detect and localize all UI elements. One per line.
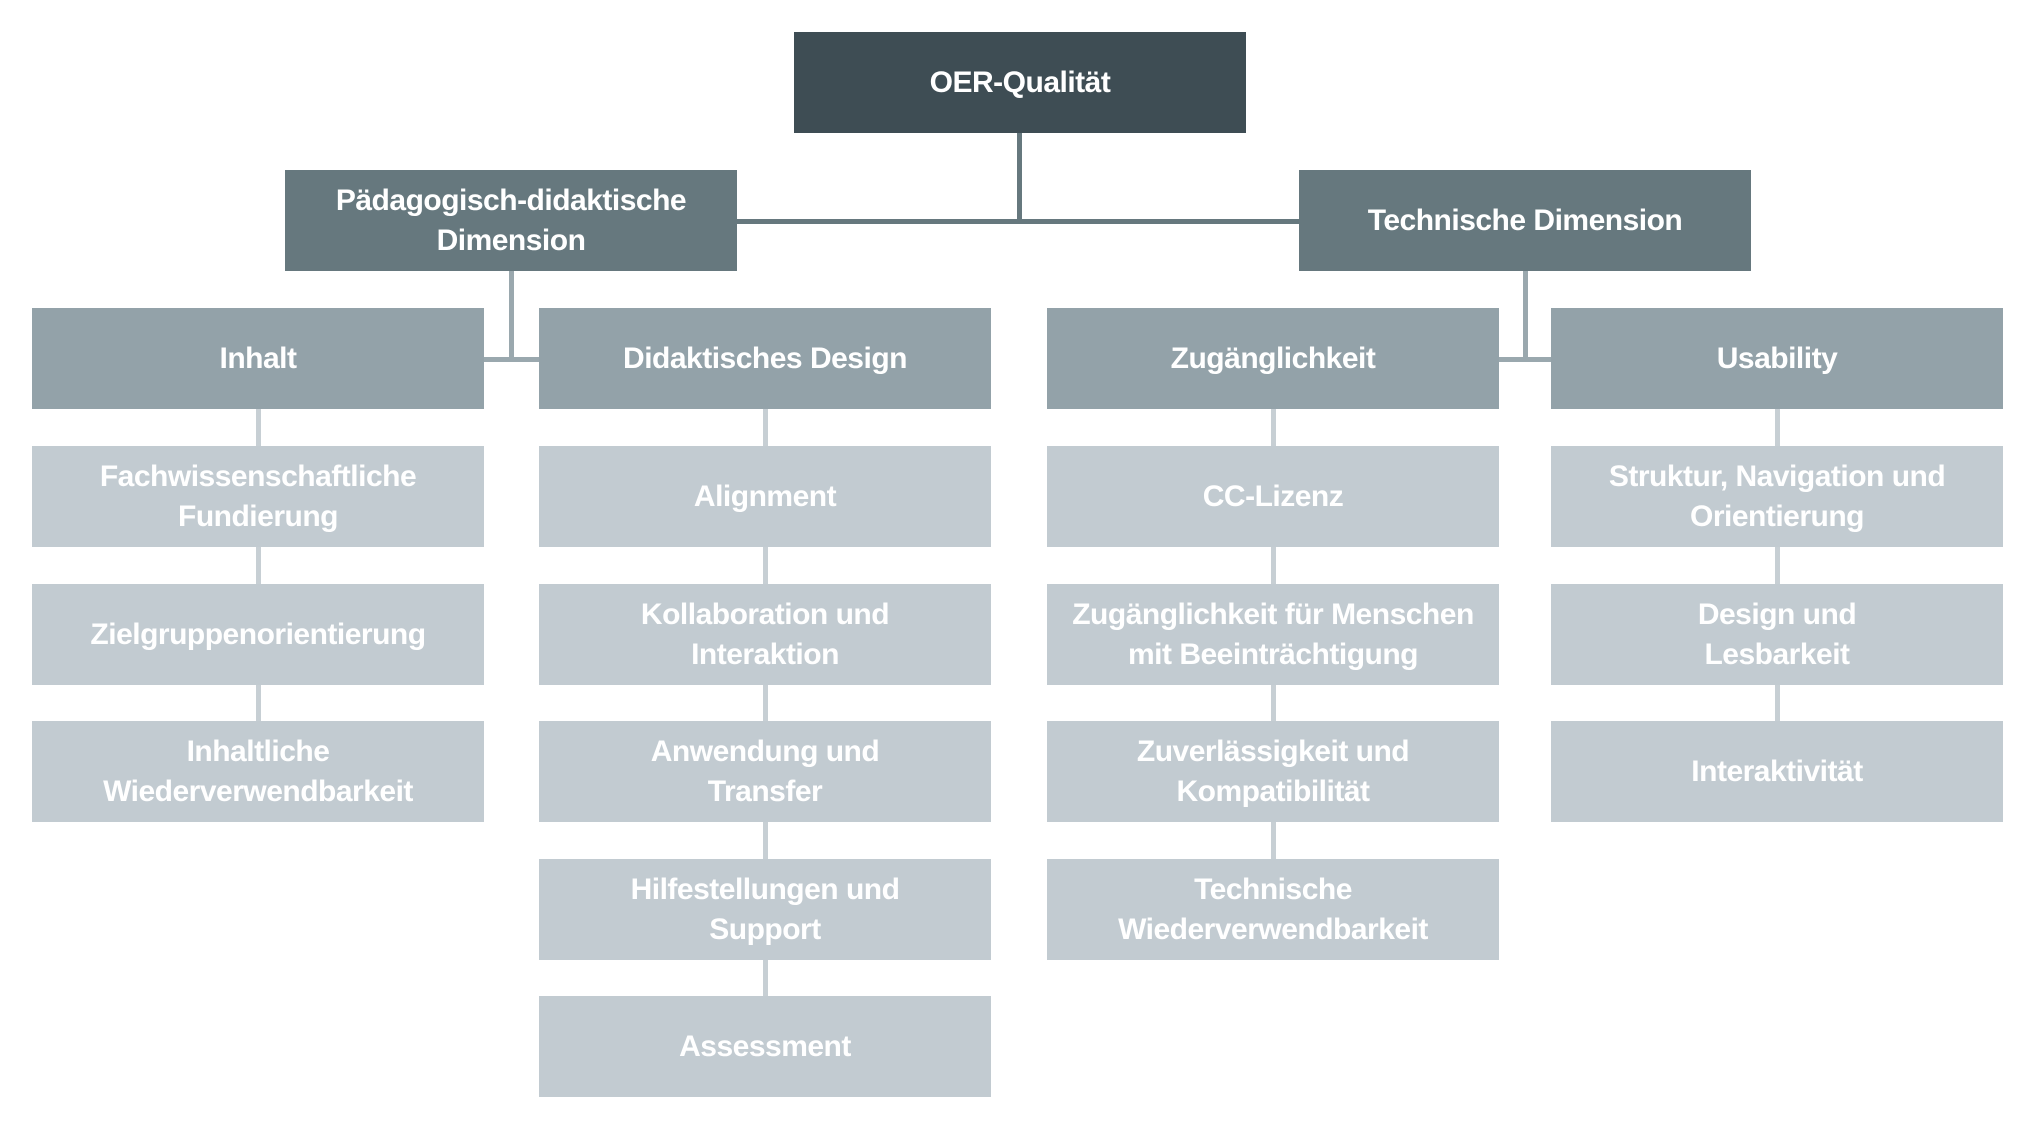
node-inhaltliche-wiederverwendbarkeit: Inhaltliche Wiederverwendbarkeit bbox=[32, 721, 484, 822]
node-kollaboration-und-interaktion: Kollaboration und Interaktion bbox=[539, 584, 991, 685]
connector-col1-seg1 bbox=[256, 409, 261, 446]
node-struktur-navigation-und-orientierung: Struktur, Navigation und Orientierung bbox=[1551, 446, 2003, 547]
connector-col2-seg5 bbox=[763, 960, 768, 996]
node-assessment: Assessment bbox=[539, 996, 991, 1097]
node-inhalt: Inhalt bbox=[32, 308, 484, 409]
node-hilfestellungen-und-support: Hilfestellungen und Support bbox=[539, 859, 991, 960]
node-label: CC-Lizenz bbox=[1202, 479, 1344, 513]
node-technische-dimension: Technische Dimension bbox=[1299, 170, 1751, 271]
node-label: Inhalt bbox=[219, 341, 298, 375]
node-label: Struktur, Navigation und Orientierung bbox=[1608, 459, 1946, 533]
node-label: Technische Wiederverwendbarkeit bbox=[1118, 872, 1428, 946]
connector-col1-seg3 bbox=[256, 685, 261, 721]
node-didaktisches-design: Didaktisches Design bbox=[539, 308, 991, 409]
connector-col2-seg4 bbox=[763, 822, 768, 859]
node-label: Usability bbox=[1716, 341, 1838, 375]
connector-col4-seg3 bbox=[1775, 685, 1780, 721]
node-label: Zuverlässigkeit und Kompatibilität bbox=[1136, 734, 1410, 808]
node-label: Zielgruppenorientierung bbox=[90, 617, 426, 651]
connector-col3-seg4 bbox=[1271, 822, 1276, 859]
node-label: Alignment bbox=[693, 479, 837, 513]
node-label: Hilfestellungen und Support bbox=[630, 872, 900, 946]
node-label: Zugänglichkeit bbox=[1170, 341, 1376, 375]
node-zielgruppenorientierung: Zielgruppenorientierung bbox=[32, 584, 484, 685]
connector-col1-seg2 bbox=[256, 547, 261, 584]
connector-col2-seg1 bbox=[763, 409, 768, 446]
node-label: Pädagogisch-didaktische Dimension bbox=[335, 183, 687, 257]
node-alignment: Alignment bbox=[539, 446, 991, 547]
node-label: Design und Lesbarkeit bbox=[1697, 597, 1857, 671]
node-label: Inhaltliche Wiederverwendbarkeit bbox=[103, 734, 413, 808]
node-label: Didaktisches Design bbox=[623, 341, 907, 375]
node-label: Anwendung und Transfer bbox=[650, 734, 880, 808]
connector-col3-seg3 bbox=[1271, 685, 1276, 721]
connector-col2-seg2 bbox=[763, 547, 768, 584]
node-anwendung-und-transfer: Anwendung und Transfer bbox=[539, 721, 991, 822]
connector-paedagogisch-vertical bbox=[509, 271, 514, 362]
connector-col4-seg1 bbox=[1775, 409, 1780, 446]
connector-root-horizontal bbox=[737, 219, 1299, 224]
node-label: Fachwissenschaftliche Fundierung bbox=[99, 459, 417, 533]
connector-col3-seg1 bbox=[1271, 409, 1276, 446]
node-label: Assessment bbox=[679, 1029, 851, 1063]
node-label: OER-Qualität bbox=[929, 65, 1111, 99]
node-zugaenglichkeit-fuer-menschen-mit-beeintraechtigung: Zugänglichkeit für Menschen mit Beeinträ… bbox=[1047, 584, 1499, 685]
node-usability: Usability bbox=[1551, 308, 2003, 409]
node-zuverlaessigkeit-und-kompatibilitaet: Zuverlässigkeit und Kompatibilität bbox=[1047, 721, 1499, 822]
node-label: Kollaboration und Interaktion bbox=[640, 597, 890, 671]
node-label: Interaktivität bbox=[1691, 754, 1863, 788]
node-fachwissenschaftliche-fundierung: Fachwissenschaftliche Fundierung bbox=[32, 446, 484, 547]
connector-paedagogisch-horizontal bbox=[484, 357, 539, 362]
node-paedagogisch-didaktische-dimension: Pädagogisch-didaktische Dimension bbox=[285, 170, 737, 271]
node-design-und-lesbarkeit: Design und Lesbarkeit bbox=[1551, 584, 2003, 685]
node-technische-wiederverwendbarkeit: Technische Wiederverwendbarkeit bbox=[1047, 859, 1499, 960]
node-oer-qualitaet: OER-Qualität bbox=[794, 32, 1246, 133]
connector-technische-horizontal bbox=[1499, 357, 1551, 362]
connector-col4-seg2 bbox=[1775, 547, 1780, 584]
node-interaktivitaet: Interaktivität bbox=[1551, 721, 2003, 822]
node-zugaenglichkeit: Zugänglichkeit bbox=[1047, 308, 1499, 409]
connector-technische-vertical bbox=[1523, 271, 1528, 362]
node-label: Zugänglichkeit für Menschen mit Beeinträ… bbox=[1072, 597, 1474, 671]
node-cc-lizenz: CC-Lizenz bbox=[1047, 446, 1499, 547]
connector-root-vertical bbox=[1017, 133, 1022, 224]
connector-col3-seg2 bbox=[1271, 547, 1276, 584]
node-label: Technische Dimension bbox=[1367, 203, 1683, 237]
connector-col2-seg3 bbox=[763, 685, 768, 721]
